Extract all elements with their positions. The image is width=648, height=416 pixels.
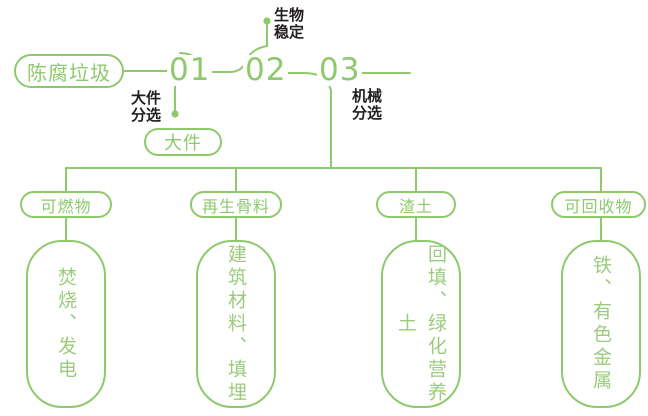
stage-number-01[interactable]: 01 [167,52,213,88]
output-category-pill-4[interactable]: 可回收物 [551,191,646,218]
stage-number-03[interactable]: 03 [317,52,363,88]
output-use-text: 建筑材料、填埋 [225,243,247,405]
side-output-pill[interactable]: 大件 [144,128,222,156]
dot-bulk [171,110,179,118]
source-label: 陈腐垃圾 [27,60,111,85]
output-use-box-2[interactable]: 建筑材料、填埋 [196,240,276,408]
stage-annotation-03: 机械 分选 [352,87,383,122]
output-use-box-1[interactable]: 焚烧、发电 [26,240,106,408]
output-category-label: 可燃物 [40,196,92,216]
output-category-pill-2[interactable]: 再生骨料 [190,191,282,218]
dot-bio [263,17,271,25]
side-output-label: 大件 [164,133,202,154]
output-use-box-4[interactable]: 铁、有色金属 [561,240,641,408]
stage-annotation-02: 生物 稳定 [274,6,305,41]
output-use-text: 焚烧、发电 [55,266,77,382]
source-pill[interactable]: 陈腐垃圾 [14,54,124,88]
output-use-text: 铁、有色金属 [590,255,612,393]
output-use-box-3[interactable]: 回填、绿化营养土 [381,240,461,408]
output-category-label: 再生骨料 [201,196,270,216]
stage-annotation-01: 大件 分选 [131,89,162,124]
stage-number-02[interactable]: 02 [243,52,289,88]
output-category-pill-1[interactable]: 可燃物 [20,191,112,218]
output-category-pill-3[interactable]: 渣土 [376,191,456,218]
output-use-text: 回填、绿化营养土 [395,243,447,405]
output-category-label: 渣土 [398,196,433,216]
output-category-label: 可回收物 [564,196,633,216]
